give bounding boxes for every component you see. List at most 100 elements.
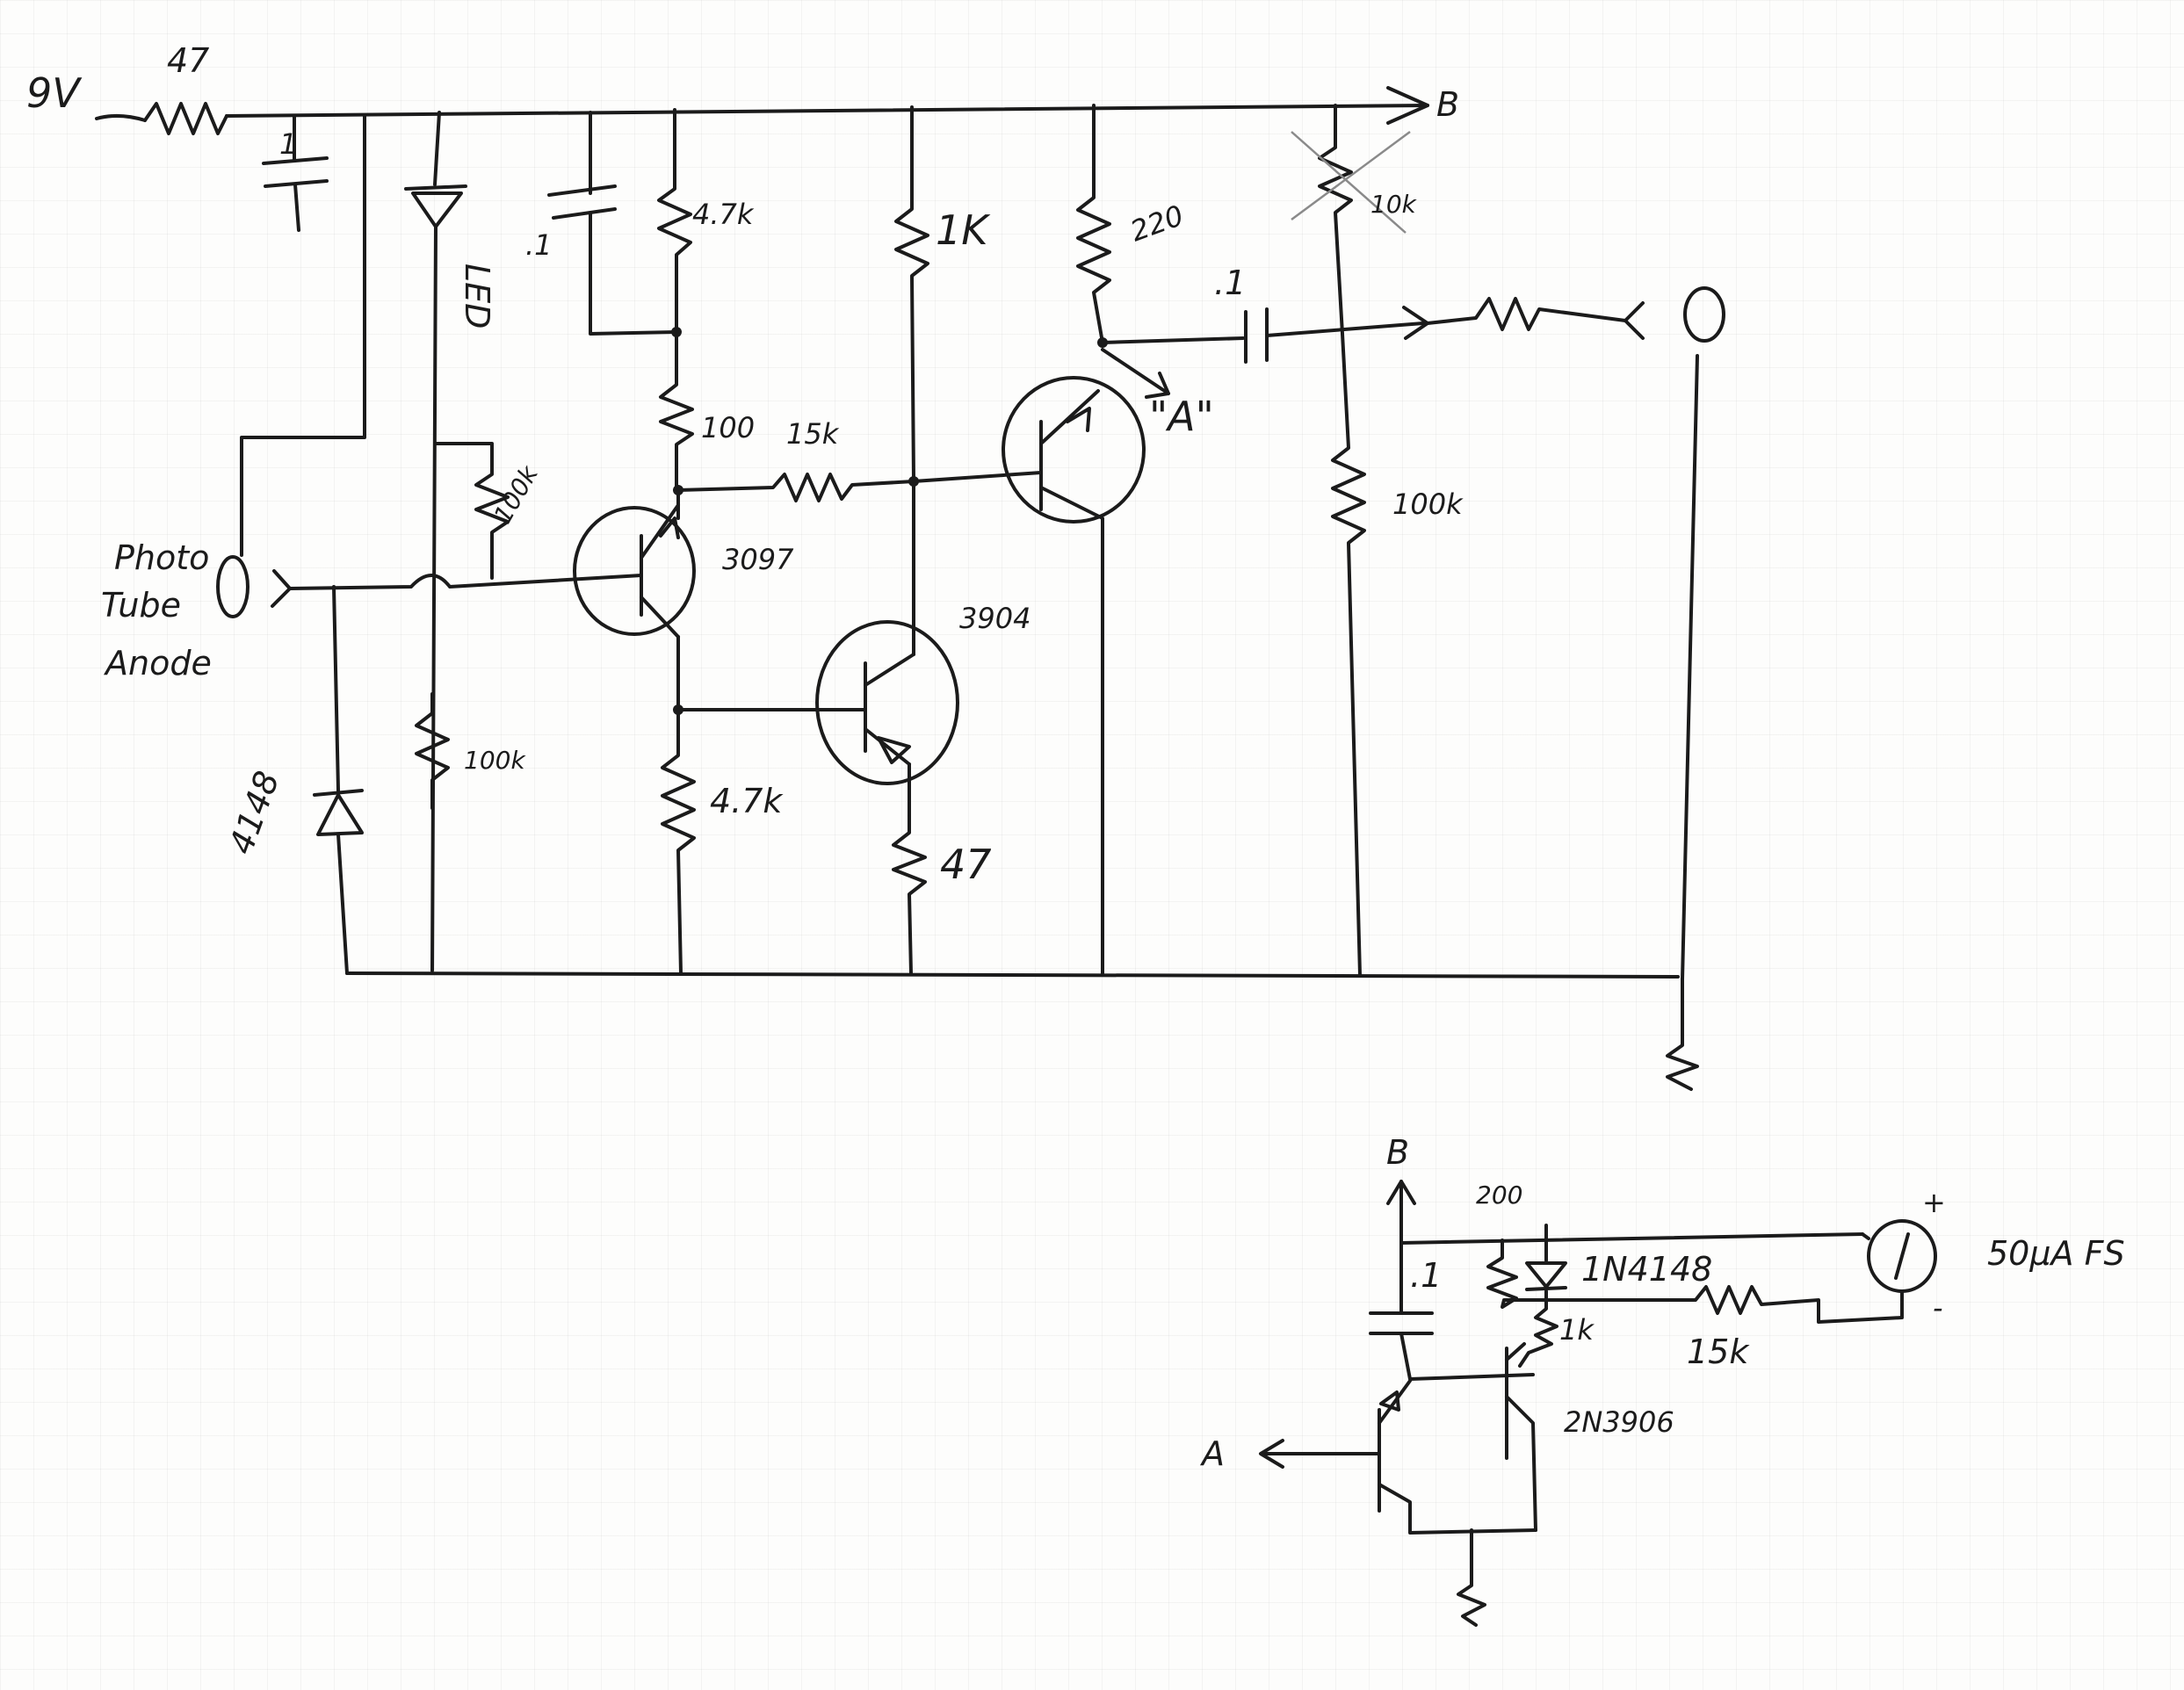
r-220: [1076, 104, 1111, 344]
node-a-arrowhead: [1145, 372, 1170, 399]
diode-lead-bottom: [336, 833, 349, 975]
tube-supply-wire: [240, 114, 366, 557]
led-body: [411, 191, 463, 228]
r-100k-feedback: [434, 442, 510, 580]
mq1-emitter: [1378, 1379, 1412, 1425]
meter-diode-body: [1525, 1261, 1567, 1289]
led-branch-wire: [430, 225, 438, 972]
c1-label: 1: [279, 127, 297, 161]
meter-cap-label: .1: [1410, 1256, 1442, 1295]
supply-voltage-label: 9V: [26, 69, 83, 117]
jack-chevron: [1624, 301, 1645, 340]
tube-input-wire: [288, 574, 643, 590]
cross-stroke-2: [1291, 131, 1407, 234]
meter-r200-label: 200: [1476, 1181, 1522, 1210]
q3-base-wire: [912, 471, 1043, 483]
q3-emitter: [1039, 389, 1100, 445]
tube-label-line3: Anode: [103, 644, 212, 682]
cout-label: .1: [1214, 264, 1246, 302]
r-100: [659, 332, 694, 489]
q1-emitter: [640, 503, 680, 560]
main-circuit: 9V 47 B 1 LED .1 4.7k 100: [26, 41, 1725, 1091]
meter-r1k: [1518, 1289, 1558, 1368]
r-15k-label: 15k: [786, 417, 840, 451]
meter-minus-label: -: [1933, 1291, 1943, 1325]
q3-collector: [1039, 486, 1104, 975]
meter-r200: [1486, 1239, 1552, 1309]
r-100k-bias: [415, 692, 450, 810]
c1-lead-bottom: [293, 183, 300, 232]
r-47-emitter-label: 47: [940, 841, 992, 888]
r-10k-label: 10k: [1370, 190, 1418, 219]
mq2-emitter: [1505, 1342, 1526, 1361]
q2-emitter: [864, 727, 911, 766]
r-100k-output: [1331, 332, 1366, 977]
meter-diode-label: 1N4148: [1581, 1250, 1712, 1289]
supply-resistor: [143, 102, 228, 135]
mq1-collector: [1378, 1483, 1537, 1535]
meter-r15k: [1549, 1285, 1904, 1324]
q2-label: 3904: [959, 602, 1031, 635]
r-100k-bias-label: 100k: [464, 746, 526, 775]
c2-plate-bottom: [552, 207, 617, 220]
r-10k-crossed: [1318, 104, 1353, 336]
meter-top-wire: [1399, 1232, 1864, 1245]
q1-collector: [640, 596, 680, 639]
diode-bar: [313, 789, 364, 797]
meter-circuit: B 200 .1 1N4148 1k 15k + - 50µA FS: [1199, 1133, 2125, 1627]
mq1-emitter-arrow: [1379, 1390, 1400, 1412]
c2-lead-bottom: [589, 211, 678, 336]
supply-resistor-label: 47: [167, 41, 209, 80]
r-4-7k-top-label: 4.7k: [692, 198, 755, 231]
r-4-7k-bottom-label: 4.7k: [710, 782, 784, 820]
meter-diode-bar: [1525, 1286, 1567, 1291]
output-jack[interactable]: [1683, 286, 1725, 343]
meter-r1k-label: 1k: [1559, 1313, 1595, 1347]
r-1k: [894, 105, 929, 480]
q2-collector: [864, 653, 915, 687]
led-lead-top: [433, 111, 441, 186]
tube-label-line2: Tube: [101, 586, 181, 625]
ground-symbol: [1666, 978, 1699, 1091]
meter-rating-label: 50µA FS: [1987, 1234, 2125, 1273]
supply-lead: [95, 114, 147, 122]
meter-ground-symbol: [1457, 1528, 1486, 1627]
meter-cap-lead-bottom: [1399, 1332, 1535, 1381]
meter-transistor-label: 2N3906: [1564, 1405, 1674, 1439]
meter-lead: [1861, 1232, 1870, 1240]
r-1k-label: 1K: [936, 206, 991, 254]
meter-bus-arrow: [1386, 1180, 1416, 1205]
tube-input-chevron: [271, 569, 292, 608]
c2-plate-top: [547, 184, 617, 197]
bus-arrow: [1386, 86, 1429, 125]
q2-emitter-arrow: [877, 736, 911, 764]
r-100-label: 100: [701, 411, 755, 444]
r-4-7k-bottom: [661, 708, 696, 975]
meter-bus-label: B: [1386, 1133, 1409, 1172]
q1-label: 3097: [722, 543, 794, 576]
led-bar: [404, 184, 467, 191]
mq2-collector: [1505, 1395, 1537, 1532]
q1-body: [573, 506, 696, 636]
tube-label-line1: Photo: [114, 538, 209, 577]
photo-tube-symbol: [216, 555, 249, 618]
cross-stroke-1: [1291, 130, 1411, 221]
jack-ground-wire: [1681, 354, 1699, 981]
bottom-rail: [345, 971, 1680, 979]
q3-emitter-arrow: [1066, 407, 1091, 432]
node-a-arrow-line: [1101, 348, 1170, 395]
output-wire: [1265, 321, 1425, 337]
top-rail: [225, 104, 1429, 118]
r-220-label: 220: [1126, 199, 1188, 249]
c2-label: .1: [525, 228, 553, 262]
meter-r15k-label: 15k: [1687, 1332, 1750, 1371]
r-47-emitter: [892, 815, 927, 975]
c1-plate-top: [262, 156, 329, 165]
meter-input-arrow: [1259, 1439, 1284, 1469]
r-100k-output-label: 100k: [1392, 488, 1464, 521]
q2-body: [815, 620, 959, 785]
q1-emitter-arrow: [659, 516, 680, 539]
diode-label: 4148: [221, 766, 286, 859]
